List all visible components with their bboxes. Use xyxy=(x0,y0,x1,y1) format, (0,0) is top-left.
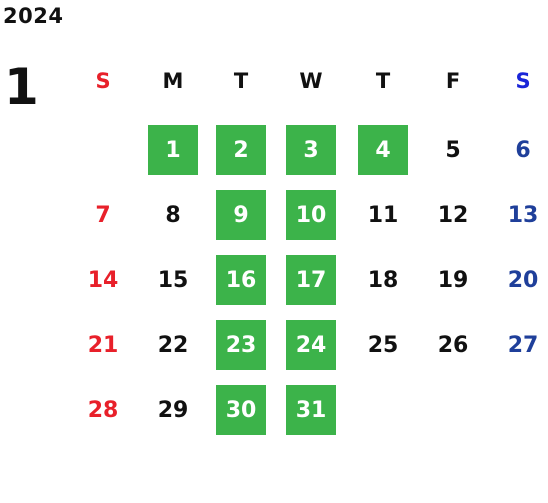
day-cell[interactable]: 16 xyxy=(216,255,266,305)
day-cell[interactable]: 20 xyxy=(507,267,539,293)
day-cell[interactable]: 15 xyxy=(157,267,189,293)
day-cell[interactable]: 27 xyxy=(507,332,539,358)
day-cell[interactable]: 5 xyxy=(445,137,461,163)
day-cell[interactable]: 6 xyxy=(515,137,531,163)
day-cell[interactable]: 21 xyxy=(87,332,119,358)
day-cell[interactable]: 31 xyxy=(286,385,336,435)
month-label: 1 xyxy=(4,58,39,116)
day-cell[interactable]: 30 xyxy=(216,385,266,435)
weekday-header: T xyxy=(375,69,391,93)
day-cell[interactable]: 19 xyxy=(437,267,469,293)
day-cell[interactable]: 17 xyxy=(286,255,336,305)
day-cell[interactable]: 28 xyxy=(87,397,119,423)
year-label: 2024 xyxy=(3,4,64,28)
weekday-header: M xyxy=(162,69,184,93)
day-cell[interactable]: 10 xyxy=(286,190,336,240)
weekday-header: S xyxy=(95,69,111,93)
day-cell[interactable]: 1 xyxy=(148,125,198,175)
weekday-header: T xyxy=(233,69,249,93)
day-cell[interactable]: 26 xyxy=(437,332,469,358)
weekday-header: F xyxy=(445,69,461,93)
day-cell[interactable]: 7 xyxy=(95,202,111,228)
day-cell[interactable]: 24 xyxy=(286,320,336,370)
day-cell[interactable]: 25 xyxy=(367,332,399,358)
day-cell[interactable]: 18 xyxy=(367,267,399,293)
day-cell[interactable]: 22 xyxy=(157,332,189,358)
weekday-header: W xyxy=(299,69,323,93)
day-cell[interactable]: 29 xyxy=(157,397,189,423)
day-cell[interactable]: 13 xyxy=(507,202,539,228)
day-cell[interactable]: 12 xyxy=(437,202,469,228)
day-cell[interactable]: 4 xyxy=(358,125,408,175)
day-cell[interactable]: 23 xyxy=(216,320,266,370)
day-cell[interactable]: 14 xyxy=(87,267,119,293)
day-cell[interactable]: 9 xyxy=(216,190,266,240)
day-cell[interactable]: 11 xyxy=(367,202,399,228)
weekday-header: S xyxy=(515,69,531,93)
day-cell[interactable]: 3 xyxy=(286,125,336,175)
day-cell[interactable]: 2 xyxy=(216,125,266,175)
day-cell[interactable]: 8 xyxy=(165,202,181,228)
